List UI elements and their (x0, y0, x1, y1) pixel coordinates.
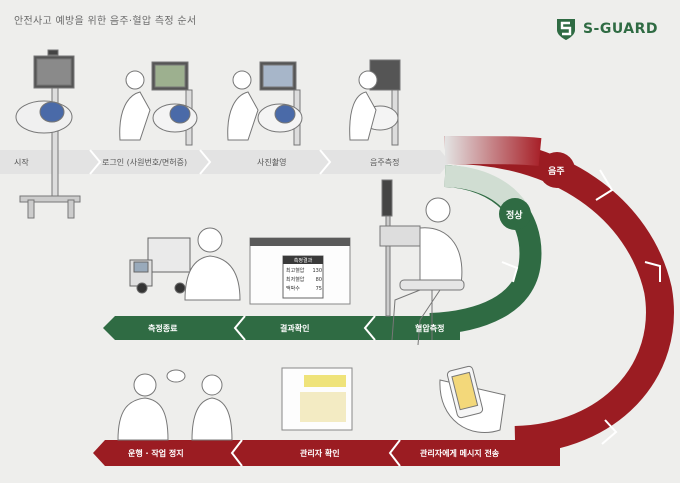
drunk-path-arc (444, 135, 674, 454)
step-photo-label: 사진촬영 (257, 158, 287, 167)
result-row: 맥박수 75 (286, 286, 322, 292)
step-login-label: 로그인 (사원번호/면허증) (102, 158, 188, 167)
result-rows: 최고혈압 130 최저혈압 80 맥박수 75 (286, 267, 322, 294)
kiosk-illustration-breath (349, 59, 401, 146)
logo-text: S-GUARD (582, 21, 658, 37)
shield-logo-icon (556, 19, 575, 40)
normal-branch-circle (499, 198, 531, 230)
worker-illustration (184, 227, 241, 301)
top-band (0, 149, 450, 175)
drunk-branch-label: 음주 (548, 167, 565, 177)
step-stop-label: 운행 · 작업 정지 (128, 449, 184, 458)
step-message-label: 관리자에게 메시지 전송 (420, 449, 500, 458)
manager-notice-screen (281, 367, 353, 431)
brand-logo: S-GUARD (553, 16, 658, 42)
result-row: 최저혈압 80 (286, 277, 322, 283)
middle-band (103, 315, 460, 341)
step-result-label: 결과확인 (280, 324, 310, 333)
step-breath-label: 음주측정 (370, 158, 400, 167)
blood-pressure-illustration (379, 179, 465, 346)
page-title: 안전사고 예방을 위한 음주·혈압 측정 순서 (14, 16, 197, 27)
result-header: 측정결과 (293, 258, 313, 264)
result-row: 최고혈압 130 (286, 268, 322, 274)
step-end-label: 측정종료 (148, 324, 178, 333)
kiosk-illustration-photo (227, 61, 303, 146)
step-bp-label: 혈압측정 (415, 324, 445, 333)
result-screen (249, 237, 351, 305)
bottom-band (93, 439, 560, 467)
kiosk-illustration-login (119, 61, 198, 146)
phone-illustration (439, 365, 506, 434)
normal-branch-label: 정상 (506, 211, 523, 221)
step-manager-check-label: 관리자 확인 (300, 449, 340, 458)
step-start-label: 시작 (14, 158, 29, 167)
drunk-branch-circle (539, 152, 575, 188)
truck-illustration (129, 237, 191, 294)
kiosk-illustration-start (15, 49, 81, 219)
people-talking-illustration (117, 369, 233, 441)
